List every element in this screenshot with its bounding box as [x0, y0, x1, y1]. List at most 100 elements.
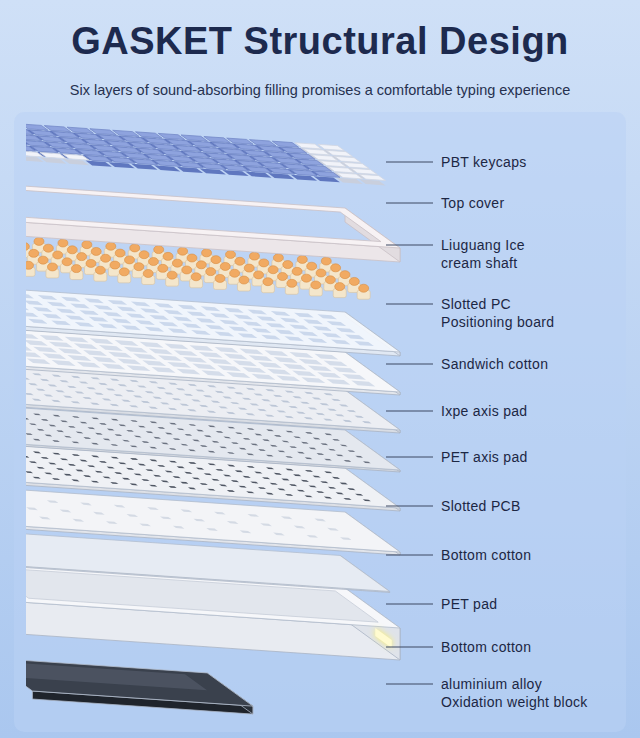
ixpe-hole	[48, 384, 57, 386]
ixpe-hole	[129, 405, 138, 407]
pet-hole	[328, 449, 336, 451]
pet-hole	[313, 438, 321, 440]
ixpe-hole	[145, 391, 154, 393]
pet-hole	[192, 439, 200, 441]
keycap	[318, 144, 344, 150]
pcb-hole	[169, 486, 177, 488]
pcb-hole	[336, 492, 344, 494]
plate-hole	[191, 330, 211, 335]
switch-stem	[211, 256, 221, 264]
pcb-hole	[114, 472, 122, 474]
cotton-hole	[47, 500, 59, 503]
pcb-hole	[64, 474, 72, 476]
keycap	[227, 138, 253, 144]
ixpe-hole	[246, 388, 255, 390]
pet-hole	[274, 435, 282, 437]
keycap	[260, 162, 286, 168]
ixpe-hole	[148, 406, 157, 408]
ixpe-hole	[222, 396, 231, 398]
pet-hole	[266, 455, 274, 457]
switch-stem	[239, 276, 249, 284]
pet-hole	[251, 443, 259, 445]
cotton-hole	[80, 502, 92, 505]
pcb-hole	[305, 470, 313, 472]
ixpe-hole	[59, 380, 68, 382]
ixpe-hole	[172, 398, 181, 400]
ixpe-hole	[102, 398, 111, 400]
pet-hole	[119, 424, 127, 426]
keycap	[183, 151, 209, 157]
pcb-hole	[149, 459, 157, 461]
plate-hole	[257, 316, 277, 321]
ixpe-hole	[114, 394, 123, 396]
switch-stem	[110, 261, 120, 269]
keycap	[189, 141, 215, 147]
ixpe-hole	[188, 384, 197, 386]
ixpe-hole	[32, 373, 41, 375]
pcb-hole	[107, 467, 115, 469]
pet-hole	[305, 432, 313, 434]
leader-line	[386, 245, 433, 246]
sandwich-hole	[258, 362, 282, 368]
switch-stem	[125, 256, 135, 264]
pet-hole	[309, 447, 317, 449]
pet-hole	[87, 427, 95, 429]
plate-hole	[178, 305, 198, 310]
ixpe-hole	[118, 384, 127, 386]
pcb-hole	[48, 463, 56, 465]
plate-hole	[56, 309, 76, 314]
switch-stem	[130, 244, 140, 252]
ixpe-hole	[195, 389, 204, 391]
pcb-hole	[285, 469, 293, 471]
sandwich-hole	[27, 358, 51, 364]
switch-stem	[206, 268, 216, 276]
ixpe-hole	[28, 383, 37, 385]
plate-hole	[103, 312, 123, 317]
pcb-hole	[266, 467, 274, 469]
ixpe-hole	[211, 401, 220, 403]
pcb-hole	[26, 456, 29, 458]
ixpe-hole	[215, 391, 224, 393]
switch-stem	[249, 252, 259, 260]
switch-stem	[71, 265, 81, 273]
sandwich-hole	[308, 365, 332, 371]
pcb-hole	[56, 468, 64, 470]
keycap	[258, 146, 284, 152]
ixpe-hole	[121, 400, 130, 402]
switch-stem	[226, 250, 236, 258]
sandwich-hole	[276, 375, 300, 381]
ixpe-hole	[296, 411, 305, 413]
pcb-hole	[246, 491, 254, 493]
switch-stem	[26, 243, 29, 251]
pet-hole	[149, 447, 157, 449]
keycap	[152, 144, 178, 150]
keycap	[61, 138, 87, 144]
pcb-hole	[235, 470, 243, 472]
pet-hole	[332, 439, 340, 441]
cotton-hole	[314, 519, 326, 522]
switch-stem	[115, 249, 125, 257]
sandwich-hole	[301, 377, 325, 383]
switch-stem	[91, 247, 101, 255]
plate-hole	[261, 335, 281, 340]
ixpe-hole	[67, 386, 76, 388]
pcb-hole	[262, 477, 270, 479]
part-label: Bottom cotton	[441, 546, 611, 564]
plate-hole	[266, 323, 286, 328]
sandwich-hole	[102, 364, 126, 370]
plate-hole	[149, 315, 169, 320]
keycap	[336, 173, 362, 179]
pet-hole	[26, 418, 29, 420]
cotton-hole	[127, 514, 139, 517]
part-label: Sandwich cotton	[441, 355, 611, 373]
pcb-hole	[173, 476, 181, 478]
switch-stem	[202, 249, 212, 257]
sandwich-hole	[251, 374, 275, 380]
switch-stem	[283, 261, 293, 269]
switch-stem	[178, 247, 188, 255]
ixpe-hole	[203, 395, 212, 397]
cotton-hole	[193, 519, 205, 522]
ixpe-hole	[308, 407, 317, 409]
plate-hole	[233, 315, 253, 320]
pet-hole	[293, 436, 301, 438]
